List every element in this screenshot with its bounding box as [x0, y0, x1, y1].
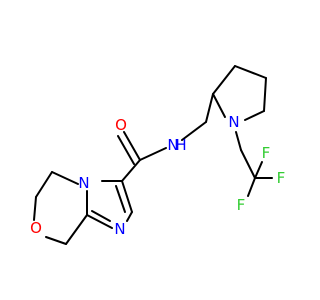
morpholine-bond-3 — [33, 196, 37, 221]
molecule-canvas: O N H N N N O F F F — [30, 65, 286, 245]
atom-labels: O N H N N N O F F F — [30, 113, 285, 238]
bonds — [33, 65, 273, 245]
carbonyl-bond-1 — [123, 131, 141, 161]
fluorine-bottom-label: F — [237, 196, 246, 214]
ch2-pyrrolidine-bond — [205, 93, 214, 123]
morpholine-oxygen-label: O — [30, 219, 42, 237]
pyrrolidine-bond-4 — [244, 110, 265, 121]
c-f-top-bond — [254, 161, 263, 179]
morpholine-bond-1 — [65, 214, 88, 245]
carbonyl-imidazole-bond — [121, 159, 141, 182]
imidazole-bond-2 — [121, 180, 133, 213]
amide-oxygen-label: O — [115, 116, 127, 134]
ch2-cf3-bond — [240, 149, 256, 179]
pyrrolidine-bond-1 — [212, 65, 236, 95]
morpholine-bond-5 — [51, 171, 79, 185]
imidazole-bond-2b — [115, 185, 126, 213]
carbonyl-bond-2 — [117, 135, 135, 165]
amide-n-ch2-bond — [181, 121, 207, 141]
pyrrolidine-bond-3 — [263, 77, 267, 112]
pyrrolidine-bond-5 — [212, 93, 226, 118]
pyrrolidine-nitrogen-label: N — [228, 113, 239, 131]
imidazole-nitrogen-label: N — [114, 220, 125, 238]
imidazole-bond-4 — [86, 214, 113, 229]
imidazole-bond-4b — [91, 210, 111, 222]
amide-hydrogen-label: H — [175, 136, 186, 154]
amide-nitrogen-label: N — [167, 136, 178, 154]
amide-c-n-bond — [139, 147, 167, 161]
pyrrolidine-bond-2 — [234, 65, 267, 79]
imidazole-bridge-nitrogen-label: N — [78, 174, 89, 192]
c-f-bottom-bond — [247, 177, 256, 197]
fluorine-right-label: F — [277, 169, 286, 187]
morpholine-bond-2 — [45, 236, 67, 245]
structure-diagram: O N H N N N O F F F — [30, 65, 285, 245]
n-ch2-cf3-bond — [235, 131, 242, 151]
imidazole-bond-3 — [126, 211, 133, 222]
morpholine-bond-4 — [35, 171, 53, 198]
fluorine-top-label: F — [262, 144, 271, 162]
